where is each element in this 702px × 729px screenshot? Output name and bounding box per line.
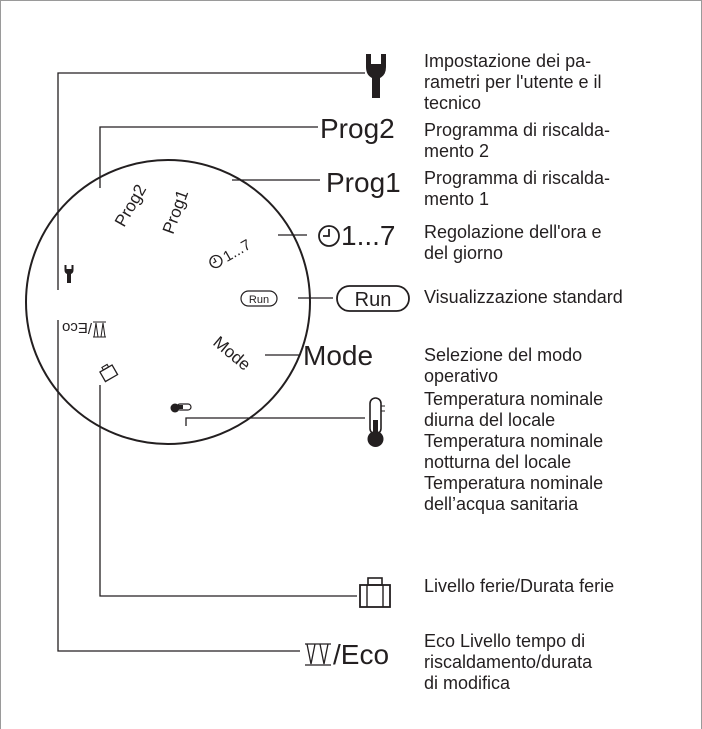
- dial-label-prog1: Prog1: [159, 187, 192, 236]
- desc-run: Visualizzazione standard: [424, 287, 623, 307]
- desc-wrench: Impostazione dei pa- rametri per l'utent…: [424, 51, 602, 113]
- desc-clock: Regolazione dell'ora e del giorno: [424, 222, 602, 263]
- dial-label-mode: Mode: [209, 333, 254, 375]
- dial-label-run: Run: [249, 294, 269, 306]
- dial-label-eco: /Eco: [62, 319, 92, 336]
- dial-wrench-icon: [64, 265, 74, 283]
- eco-glasses-icon-callout: [305, 643, 331, 666]
- dial-run-label: Run: [240, 290, 278, 307]
- desc-mode: Selezione del modo operativo: [424, 345, 583, 386]
- dial-suitcase-icon: [99, 363, 119, 383]
- holiday-leader: [99, 385, 357, 597]
- desc-prog1: Programma di riscalda- mento 1: [424, 168, 611, 209]
- dial-label-clock: 1...7: [220, 236, 254, 265]
- callout-mode: Mode: [303, 340, 374, 371]
- thermometer-icon: [367, 397, 385, 447]
- dial-label-prog2: Prog2: [111, 181, 150, 230]
- desc-prog2: Programma di riscalda- mento 2: [424, 120, 611, 161]
- dial-eco-label: /Eco: [62, 319, 106, 338]
- dial-circle: [25, 159, 311, 445]
- callout-run: Run: [355, 289, 392, 311]
- dial-thermometer-icon: [170, 403, 192, 413]
- callout-prog2: Prog2: [320, 113, 395, 144]
- desc-holiday: Livello ferie/Durata ferie: [424, 576, 615, 596]
- leader-lines: [57, 72, 365, 652]
- clock-icon-callout: [318, 225, 340, 247]
- suitcase-icon: [359, 577, 391, 608]
- callout-clock: 1...7: [341, 220, 396, 251]
- prog2-leader: [99, 126, 318, 188]
- callout-eco: /Eco: [333, 639, 390, 670]
- wrench-leader: [57, 72, 365, 290]
- run-badge-callout: Run: [336, 285, 410, 312]
- callout-prog1: Prog1: [326, 167, 401, 198]
- run-badge-icon: [240, 290, 278, 307]
- desc-temperature: Temperatura nominale diurna del locale T…: [424, 389, 604, 514]
- eco-glasses-icon: [93, 321, 106, 338]
- wrench-icon: [366, 54, 386, 98]
- desc-eco: Eco Livello tempo di riscaldamento/durat…: [424, 631, 593, 693]
- eco-leader: [57, 320, 300, 652]
- dial-clock-label: 1...7: [209, 236, 254, 269]
- clock-icon: [209, 254, 223, 269]
- temperature-leader: [185, 417, 365, 426]
